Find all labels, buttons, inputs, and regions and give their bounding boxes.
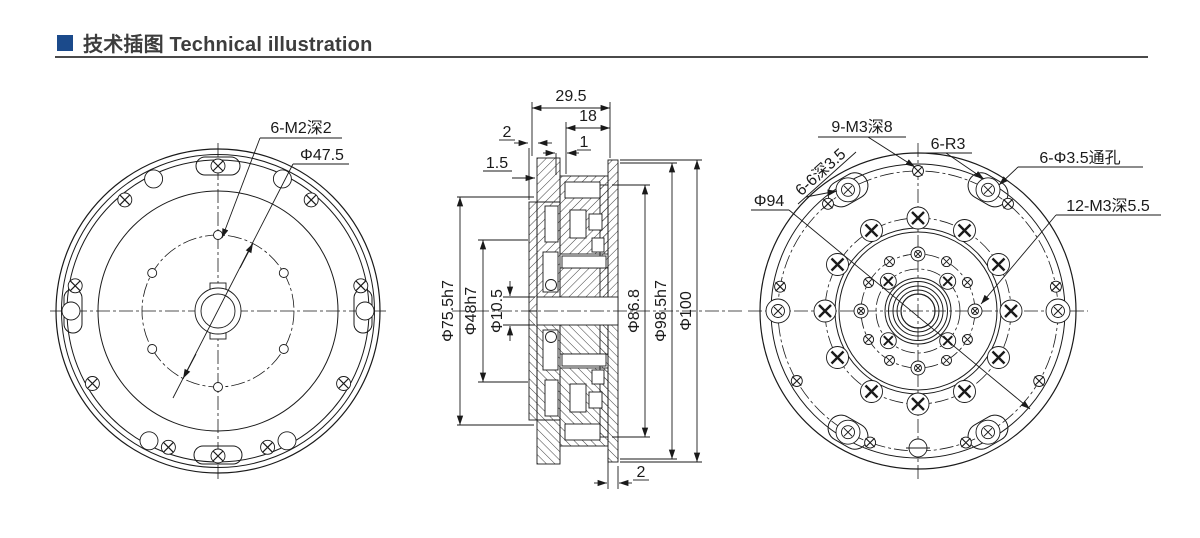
section-header: 技术插图 Technical illustration xyxy=(57,28,373,57)
rear-view: 9-M3深8 6-R3 6-Φ3.5通孔 6-6深3.5 Φ94 12-M3深5… xyxy=(748,118,1161,479)
rear-m3x9-label: 9-M3深8 xyxy=(831,118,892,136)
dim-18: 18 xyxy=(579,108,597,125)
dim-1: 1 xyxy=(580,134,589,151)
dim-d48: Φ48h7 xyxy=(463,287,480,335)
dim-d75: Φ75.5h7 xyxy=(440,280,457,342)
dim-d10: Φ10.5 xyxy=(489,289,506,333)
dim-d100: Φ100 xyxy=(678,291,695,331)
rear-d94-label: Φ94 xyxy=(754,193,785,210)
rear-through-label: 6-Φ3.5通孔 xyxy=(1039,149,1120,167)
dim-d86: Φ86.8 xyxy=(626,289,643,333)
dim-1-5: 1.5 xyxy=(486,155,508,172)
front-view: 6-M2深2 Φ47.5 xyxy=(50,119,386,479)
front-thread-label: 6-M2深2 xyxy=(270,119,331,137)
rear-r3-label: 6-R3 xyxy=(931,136,966,153)
dim-d98: Φ98.5h7 xyxy=(653,280,670,342)
section-title: 技术插图 Technical illustration xyxy=(83,34,373,56)
dim-2-bottom: 2 xyxy=(637,464,646,481)
section-marker-icon xyxy=(57,34,73,51)
header-divider xyxy=(55,56,1148,58)
dim-2-top: 2 xyxy=(503,124,512,141)
section-view: 29.5 18 2 1 1.5 Φ75.5h7 Φ48h7 xyxy=(440,88,742,489)
front-bolt-circle-label: Φ47.5 xyxy=(300,147,344,164)
dim-29-5: 29.5 xyxy=(555,88,586,105)
rear-m3x12-label: 12-M3深5.5 xyxy=(1066,197,1150,215)
